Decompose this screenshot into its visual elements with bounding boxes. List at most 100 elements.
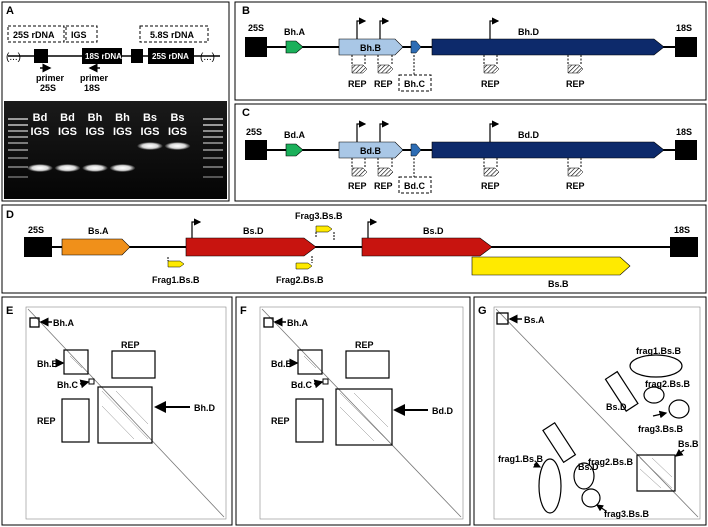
c-block-18s: [675, 140, 697, 160]
d-promoters: [191, 218, 378, 238]
ellipsis-left: (...): [6, 52, 21, 63]
g-frag2a-label: frag2.Bs.B: [645, 379, 691, 389]
b-rep-elements: [351, 55, 584, 74]
lane-2-band: [54, 164, 81, 172]
block-58s: [131, 49, 143, 63]
c-d-label: Bd.D: [518, 130, 539, 140]
panel-g-letter: G: [478, 305, 487, 317]
g-frag1a-label: frag1.Bs.B: [636, 346, 682, 356]
panel-a: A 25S rDNA IGS 5.8S rDNA (...) (...) 18S…: [1, 1, 230, 202]
c-25s-label: 25S: [246, 127, 262, 137]
c-rep-elements: [351, 158, 584, 177]
b-rep-3: REP: [481, 79, 500, 89]
d-fragments: [167, 225, 335, 270]
primer-25s-l1: primer: [36, 73, 65, 83]
panel-g: G Bs.A frag1.Bs.B frag2.Bs.B frag3.Bs.B …: [473, 296, 707, 526]
e-diagonal: [27, 308, 225, 518]
lane-2-species: Bd: [60, 112, 75, 124]
c-gene-d: [431, 141, 665, 159]
c-promoters: [356, 120, 500, 142]
e-box-a: [29, 317, 40, 328]
e-box-d: [97, 386, 153, 444]
block-18s-label: 18S rDNA: [85, 52, 122, 61]
f-box-d: [335, 388, 393, 446]
b-a-label: Bh.A: [284, 27, 305, 37]
b-gene-b: [338, 38, 404, 56]
d-frag2-label: Frag2.Bs.B: [276, 275, 324, 285]
f-a-label: Bh.A: [287, 318, 308, 328]
d-frag1-label: Frag1.Bs.B: [152, 275, 200, 285]
panel-d-letter: D: [6, 209, 14, 221]
lane-6-label: IGS: [168, 126, 187, 138]
g-dotplot-frame: [493, 306, 701, 520]
b-rep-2: REP: [374, 79, 393, 89]
g-frag1b-label: frag1.Bs.B: [498, 454, 544, 464]
c-gene-c: [410, 143, 422, 157]
b-rep-4: REP: [566, 79, 585, 89]
lane-5-label: IGS: [141, 126, 160, 138]
panel-d: D 25S 18S Bs.A Bs.D Bs.D Bs.B Frag1.Bs.B…: [1, 204, 707, 294]
f-c-label: Bd.C: [291, 380, 312, 390]
lane-3-species: Bh: [88, 112, 103, 124]
lane-1-label: IGS: [31, 126, 50, 138]
gel-image: [4, 101, 227, 199]
rdna-25s-label: 25S rDNA: [13, 30, 55, 40]
c-c-label: Bd.C: [404, 181, 425, 191]
lane-4-species: Bh: [115, 112, 130, 124]
g-a-label: Bs.A: [524, 315, 545, 325]
d-frag3-label: Frag3.Bs.B: [295, 211, 343, 221]
b-c-box: [398, 74, 432, 92]
b-block-25s: [245, 37, 267, 57]
c-rep-2: REP: [374, 181, 393, 191]
f-diagonal: [261, 308, 462, 518]
panel-a-letter: A: [6, 5, 14, 17]
panel-c-letter: C: [242, 107, 250, 119]
d-block-25s: [24, 237, 52, 257]
b-gene-a: [285, 40, 304, 54]
panel-e-letter: E: [6, 305, 13, 317]
f-b-label: Bd.B: [271, 359, 292, 369]
igs-label: IGS: [71, 30, 87, 40]
d-d1-label: Bs.D: [243, 226, 264, 236]
g-ellipse-frag3a: [668, 399, 690, 419]
lane-1-species: Bd: [33, 112, 48, 124]
g-b-label: Bs.B: [678, 439, 699, 449]
lane-4-label: IGS: [113, 126, 132, 138]
panel-f-letter: F: [240, 305, 247, 317]
d-gene-b: [471, 256, 631, 276]
lane-3-band: [82, 164, 108, 172]
lane-6-species: Bs: [170, 112, 184, 124]
block-18s: [82, 48, 122, 64]
lane-3-label: IGS: [86, 126, 105, 138]
c-18s-label: 18S: [676, 127, 692, 137]
panel-c: C 25S 18S Bd.A Bd.B Bd.D REP REP REP: [234, 103, 707, 202]
f-box-rep2: [295, 398, 324, 443]
b-block-18s: [675, 37, 697, 57]
rdna-58s-label: 5.8S rDNA: [150, 30, 195, 40]
g-d1-label: Bs.D: [606, 402, 627, 412]
c-rep-4: REP: [566, 181, 585, 191]
g-ellipse-frag2b: [573, 462, 595, 490]
panel-b: B 25S 18S Bh.A Bh.B Bh.D REP REP REP: [234, 1, 707, 101]
g-box-b: [636, 454, 676, 492]
c-rep-3: REP: [481, 181, 500, 191]
lane-2-label: IGS: [58, 126, 77, 138]
g-diagonal: [495, 308, 699, 518]
c-a-label: Bd.A: [284, 130, 305, 140]
e-rep1-label: REP: [121, 340, 140, 350]
ellipsis-right: (...): [200, 52, 215, 63]
c-c-box: [398, 176, 432, 194]
block-25s-label: 25S rDNA: [152, 52, 189, 61]
lane-5-band: [137, 142, 163, 150]
d-gene-a: [61, 238, 131, 256]
d-b-label: Bs.B: [548, 279, 569, 289]
c-b-label: Bd.B: [360, 146, 381, 156]
b-gene-d: [431, 38, 665, 56]
d-gene-d1: [185, 237, 317, 257]
g-ellipse-frag3b: [581, 488, 601, 508]
g-ellipse-frag1a: [629, 354, 683, 378]
primer-18s-l1: primer: [80, 73, 109, 83]
f-dotplot-frame: [259, 306, 464, 520]
primer-25s-l2: 25S: [40, 83, 56, 93]
igs-box: [65, 25, 98, 43]
